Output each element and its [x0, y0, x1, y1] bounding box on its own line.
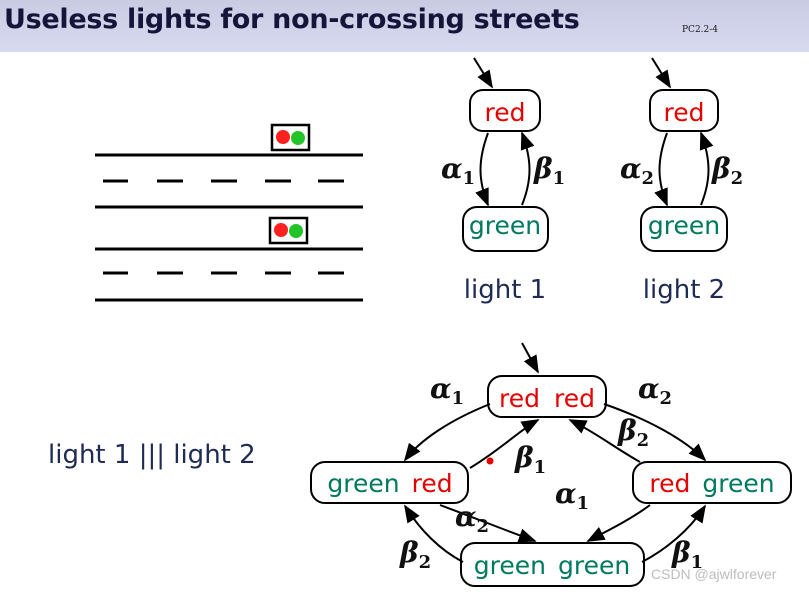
initial-arrow: [651, 57, 671, 89]
label-b2-mid: β2: [617, 414, 649, 451]
beta-label: β2: [711, 152, 743, 189]
transition-b1-bot: [641, 504, 706, 563]
label-a1-low: α1: [555, 477, 589, 514]
transition-a2-top: [603, 403, 707, 462]
interleaving-label: light 1 ||| light 2: [48, 440, 256, 470]
state-label: red: [664, 98, 705, 127]
transition-alpha: [654, 132, 668, 207]
red-lamp-icon: [274, 223, 288, 237]
state-label: green: [648, 211, 720, 240]
state-green: [462, 206, 549, 252]
initial-arrow: [521, 342, 539, 374]
light2-automaton: red green α2 β2 light 2: [620, 57, 743, 305]
transition-beta: [699, 131, 714, 206]
transition-a1-top: [403, 403, 491, 462]
transition-alpha: [475, 132, 489, 207]
cursor-dot-icon: [486, 457, 494, 465]
transition-b2-mid: [568, 419, 641, 463]
transition-a2-low: [439, 504, 537, 543]
state-red: [469, 89, 541, 132]
transition-beta: [520, 131, 535, 206]
alpha-label: α1: [441, 152, 475, 189]
initial-arrow: [473, 57, 493, 89]
label-a1-top: α1: [430, 372, 464, 409]
light2-caption: light 2: [643, 275, 725, 305]
light1-caption: light 1: [464, 275, 546, 305]
label-a2-top: α2: [638, 372, 672, 409]
state-label: red: [485, 98, 526, 127]
state-red-red: [487, 375, 607, 418]
light1-automaton: red green α1 β1 light 1: [441, 57, 565, 305]
transition-b1-mid: [469, 419, 540, 469]
label-b1-bot: β1: [671, 536, 703, 573]
label-a2-low: α2: [455, 500, 489, 537]
transition-b2-bot: [404, 504, 464, 563]
red-lamp-icon: [276, 130, 290, 144]
slide-id: PC2.2-4: [682, 25, 719, 35]
transition-a1-low: [586, 504, 651, 542]
page-title: Useless lights for non-crossing streets: [4, 4, 580, 35]
state-label: green: [469, 211, 541, 240]
header-bar: Useless lights for non-crossing streets …: [0, 0, 809, 52]
state-green: [640, 206, 728, 252]
state-green-red: [310, 461, 469, 504]
traffic-light-2: [268, 216, 309, 245]
green-lamp-icon: [289, 224, 303, 238]
alpha-label: α2: [620, 152, 654, 189]
watermark-text: CSDN @ajwlforever: [651, 566, 777, 582]
state-red: [649, 89, 719, 132]
green-lamp-icon: [291, 131, 305, 145]
beta-label: β1: [533, 152, 565, 189]
label-b2-bot: β2: [399, 536, 431, 573]
state-green-green: [460, 542, 645, 587]
traffic-light-1: [270, 123, 311, 152]
label-b1-mid: β1: [514, 441, 546, 478]
state-red-green: [632, 461, 792, 504]
street-illustration: [95, 123, 363, 302]
